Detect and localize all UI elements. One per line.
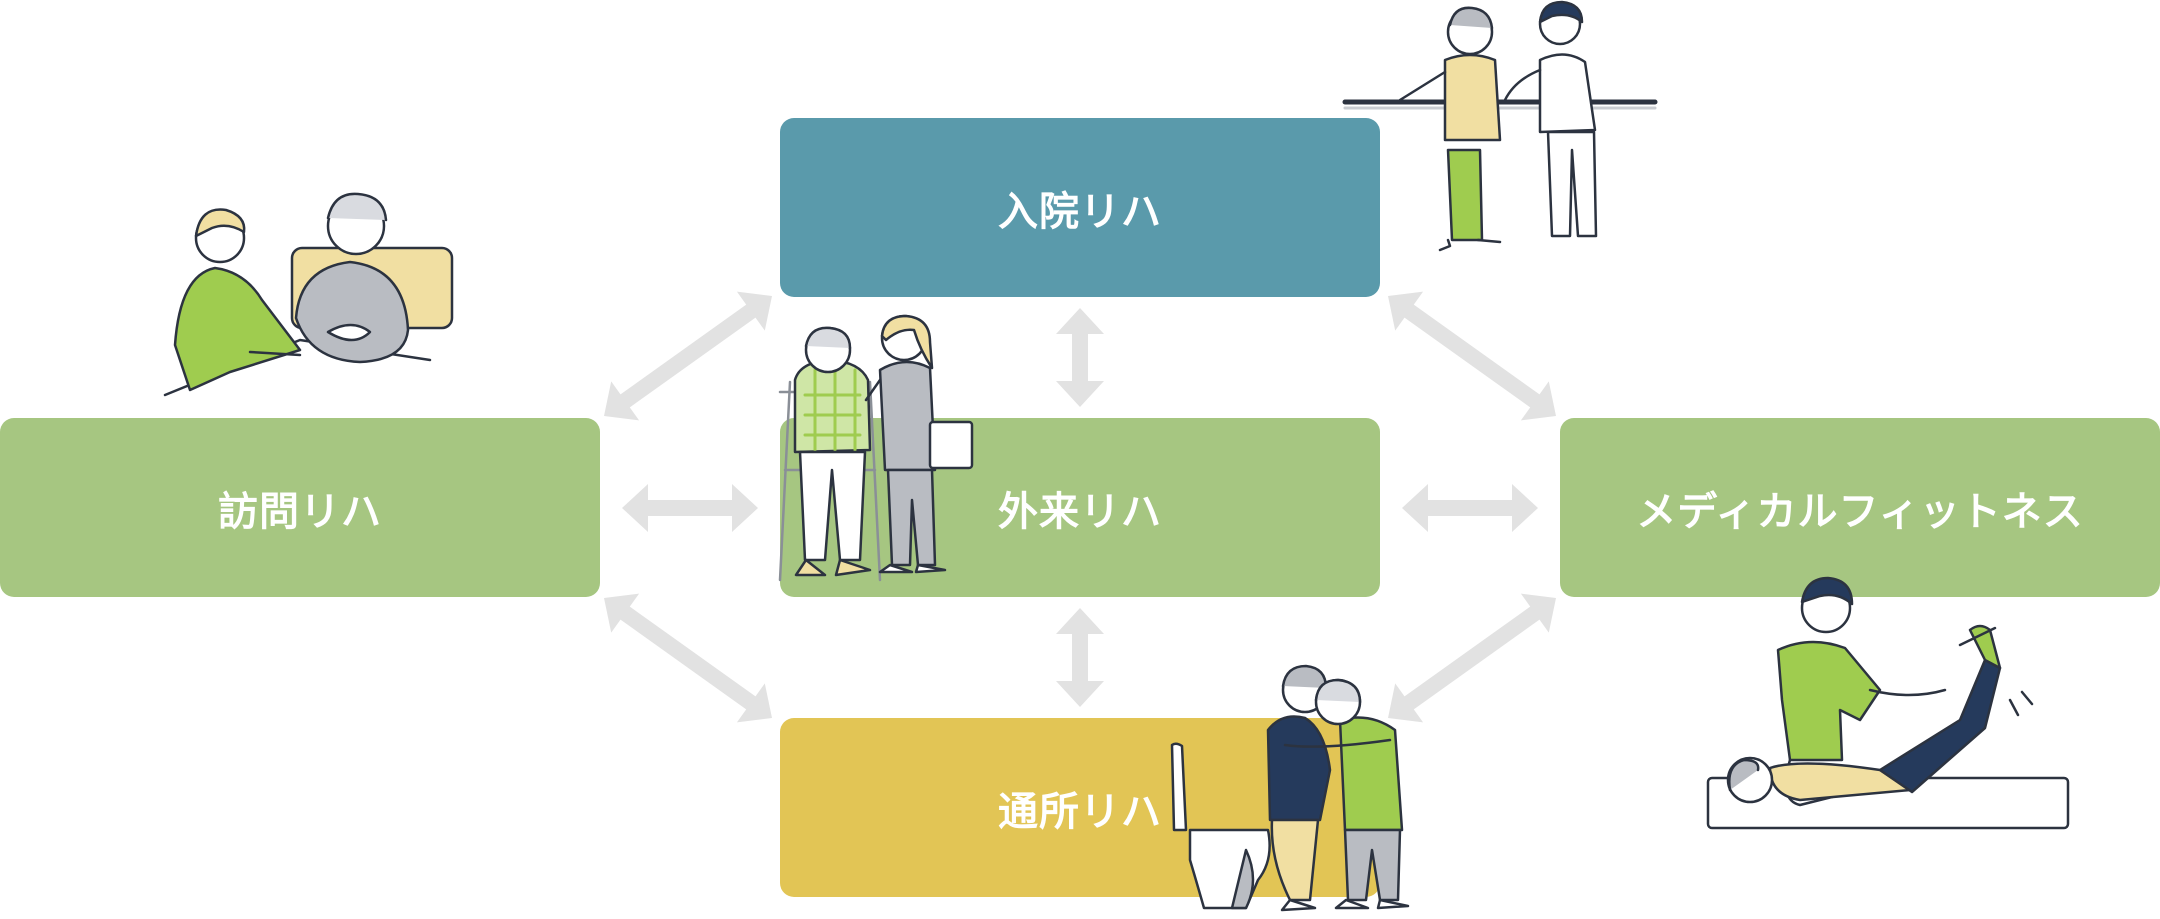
arrow-bottom-right: [1388, 593, 1556, 723]
box-home-visit-rehab-label: 訪問リハ: [218, 488, 382, 535]
box-inpatient-rehab: 入院リハ: [780, 118, 1380, 297]
arrow-top-center: [1056, 308, 1104, 407]
fitness-illustration: [1706, 576, 2070, 830]
box-inpatient-rehab-label: 入院リハ: [998, 188, 1162, 235]
home-visit-illustration: [163, 192, 454, 397]
box-medical-fitness: メディカルフィットネス: [1560, 418, 2160, 597]
daycare-illustration: [1170, 664, 1410, 912]
box-outpatient-rehab-label: 外来リハ: [998, 488, 1162, 535]
arrow-center-bottom: [1056, 608, 1104, 707]
arrow-top-right: [1388, 291, 1556, 421]
arrow-center-right: [1402, 484, 1538, 532]
box-medical-fitness-label: メディカルフィットネス: [1636, 488, 2084, 535]
arrow-left-bottom: [604, 593, 772, 723]
arrow-left-top: [604, 291, 772, 421]
box-home-visit-rehab: 訪問リハ: [0, 418, 600, 597]
hospital-rehab-illustration: [1342, 0, 1658, 252]
arrow-left-center: [622, 484, 758, 532]
box-daycare-rehab-label: 通所リハ: [998, 788, 1162, 835]
outpatient-illustration: [778, 314, 974, 582]
